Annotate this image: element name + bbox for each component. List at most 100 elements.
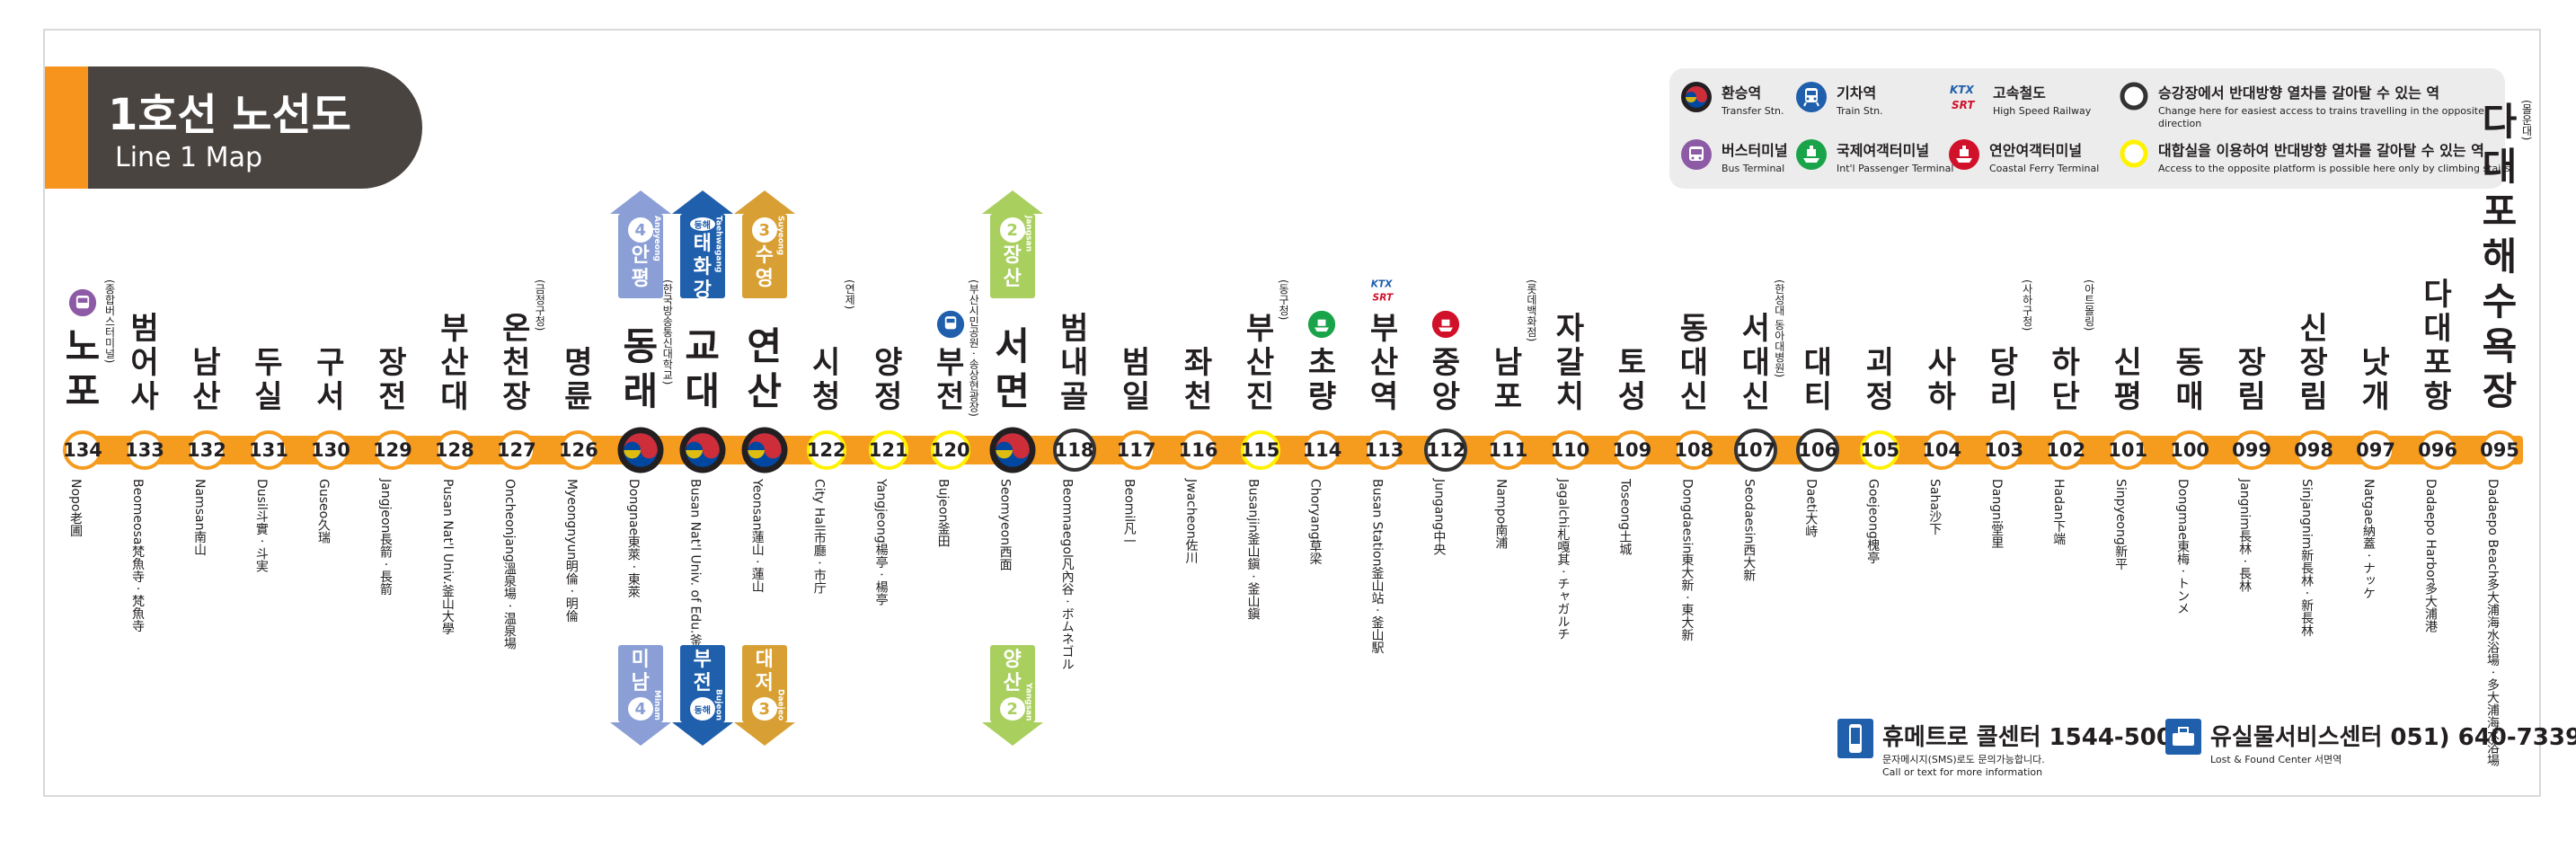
station-number[interactable]: 110 [1550,430,1590,470]
station-number[interactable]: 126 [558,430,598,470]
station-number[interactable]: 108 [1674,430,1714,470]
station-name-hanja: 溫泉場 · 温泉場 [501,562,517,650]
station-number[interactable]: 105 [1860,430,1900,470]
transfer-destination-en: Daejeo [775,688,785,721]
station-number[interactable]: 095 [2480,430,2519,470]
station-number[interactable]: 112 [1424,429,1468,472]
page-title: 1호선 노선도 [108,90,351,140]
station-below-labels: Hadan下端 [2049,479,2067,544]
station-name-hanja: 草梁 [1307,539,1323,565]
station-name-en: Toseong [1617,479,1633,530]
transfer-destination-en: Yangsan [1023,682,1033,721]
transfer-station-marker[interactable] [740,426,789,478]
transfer-station-marker[interactable] [616,426,665,478]
legend-sublabel: Train Stn. [1837,105,1883,117]
station-below-labels: Busan Station釜山站 · 釜山駅 [1368,479,1385,654]
station-name-hanja: 長林 · 長林 [2237,529,2253,593]
station-number[interactable]: 100 [2170,430,2210,470]
legend-label: 대합실을 이용하여 반대방향 열차를 갈아탈 수 있는 역 [2158,142,2484,159]
transfer-station-marker[interactable] [988,426,1037,478]
station-number[interactable]: 103 [1984,430,2024,470]
station-number[interactable]: 121 [868,430,908,470]
legend-sublabel: High Speed Railway [1993,105,2092,117]
station-subname: (몰운대) [2520,100,2533,141]
transfer-station-marker[interactable] [678,426,727,478]
station-name-en: Hadan [2051,479,2067,520]
station-below-labels: Namsan南山 [190,479,208,555]
station-number[interactable]: 101 [2108,430,2148,470]
station-number[interactable]: 114 [1302,430,1342,470]
station-number[interactable]: 107 [1734,429,1778,472]
station-number[interactable]: 131 [248,430,288,470]
station-name-en: Jagalchi [1555,479,1571,528]
bus-terminal-icon [1681,139,1712,170]
station-number[interactable]: 118 [1052,429,1096,472]
station-subname: (한성대 동아대병원) [1773,279,1786,378]
station-number[interactable]: 129 [372,430,412,470]
station-name-hanja: 釜山站 · 釜山駅 [1369,566,1385,654]
svg-text:SRT: SRT [1952,99,1975,111]
station-number[interactable]: 117 [1116,430,1156,470]
station-number[interactable]: 099 [2232,430,2272,470]
station-number[interactable]: 111 [1488,430,1528,470]
station-below-labels: Busanjin釜山鎭 · 釜山鎭 [1244,479,1262,620]
station-name-hanja: 蓮山 · 蓮山 [749,530,765,593]
station-number[interactable]: 116 [1178,430,1218,470]
station-number[interactable]: 122 [806,430,846,470]
station-number[interactable]: 134 [63,430,102,470]
station-name-hanja: 堂里 [1989,523,2005,549]
station-number[interactable]: 130 [310,430,350,470]
station-below-labels: Seomyeon西面 [996,479,1014,570]
station-number[interactable]: 096 [2418,430,2458,470]
station-below-labels: Nopo老圃 [66,479,84,537]
station-number[interactable]: 113 [1364,430,1404,470]
station-name-hanja: 老圃 [68,511,83,537]
station-number[interactable]: 097 [2356,430,2396,470]
station-below-labels: Dongmae東梅 · トンメ [2173,479,2191,615]
station-below-labels: Bujeon釜田 [934,479,952,547]
station-number[interactable]: 102 [2046,430,2086,470]
station-below-labels: Myeongnyun明倫 · 明倫 [562,479,580,623]
station-name-hanja: 札嘎其 · チャガルチ [1555,527,1571,641]
map-frame [43,29,2541,797]
arrow-head-up [981,190,1043,214]
legend-label: 고속철도 [1993,84,2046,102]
station-number[interactable]: 109 [1612,430,1652,470]
station-number[interactable]: 104 [1922,430,1962,470]
station-number[interactable]: 106 [1796,429,1840,472]
station-below-labels: Yeonsan蓮山 · 蓮山 [748,479,766,593]
station-number[interactable]: 098 [2294,430,2334,470]
station-number[interactable]: 115 [1240,430,1280,470]
station-number[interactable]: 127 [496,430,536,470]
station-name-hanja: 南浦 [1493,524,1509,550]
station-number[interactable]: 128 [434,430,474,470]
station-number[interactable]: 133 [124,430,164,470]
station-number[interactable]: 132 [186,430,226,470]
station-name-hanja: 釜田 [935,522,951,548]
station-below-labels: Oncheonjang溫泉場 · 温泉場 [500,479,518,650]
station-number[interactable]: 120 [930,430,970,470]
arrow-head-down [609,722,671,746]
arrow-head-up [733,190,795,214]
legend-sublabel: Access to the opposite platform is possi… [2158,163,2510,174]
station-name-en: Sinpyeong [2113,479,2129,545]
station-name-en: Goejeong [1865,479,1881,539]
transfer-station-icon [1681,82,1712,112]
transfer-destination-en: Taehwagang [713,216,723,273]
